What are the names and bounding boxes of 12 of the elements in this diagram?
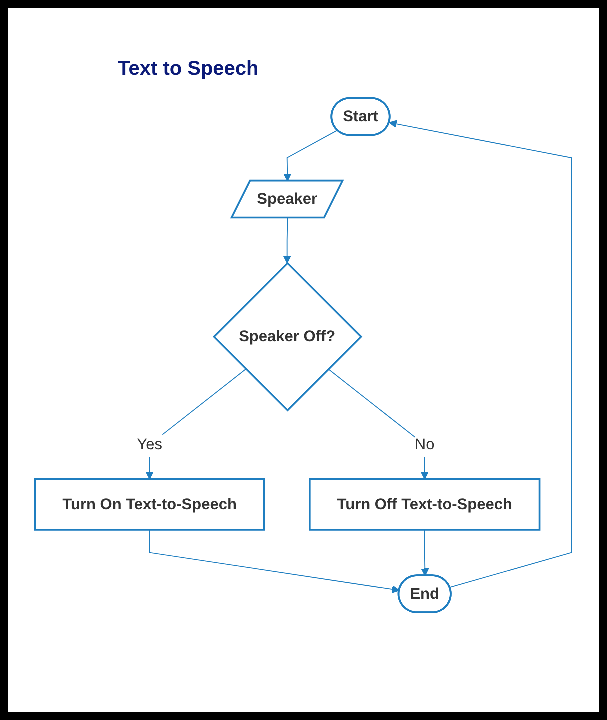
arrow <box>389 120 572 588</box>
node-diamond: Speaker Off? <box>212 262 363 412</box>
edge-label: Yes <box>137 436 162 454</box>
node-box: Turn On Text-to-Speech <box>34 478 266 531</box>
arrow <box>284 130 338 182</box>
arrow <box>328 368 429 480</box>
edge-label: No <box>414 436 435 454</box>
arrow <box>283 218 292 264</box>
diagram-title: Text to Speech <box>118 58 259 81</box>
arrow <box>149 530 400 594</box>
arrow <box>421 530 430 576</box>
node-box: Turn Off Text-to-Speech <box>309 478 541 531</box>
